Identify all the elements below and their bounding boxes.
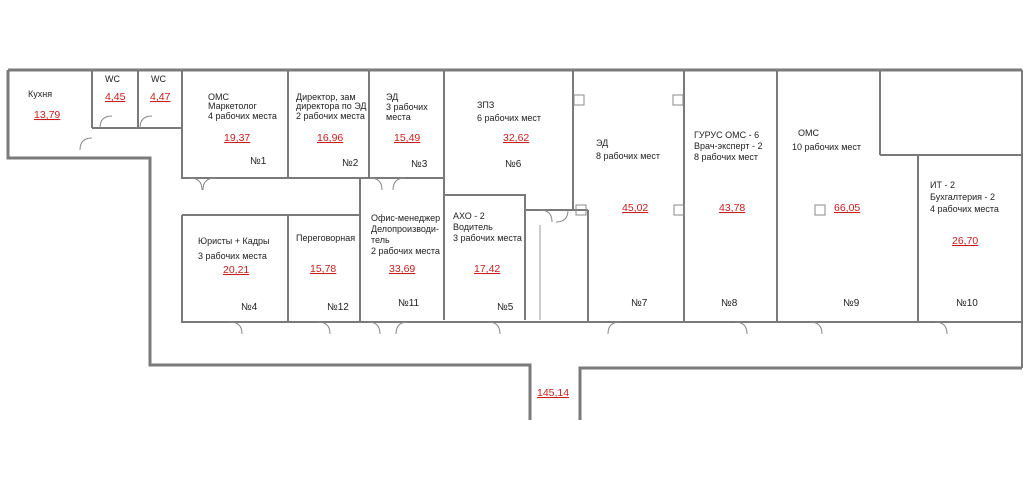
room-1: ОМС Маркетолог 4 рабочих места 19,37 №1 [208,92,277,167]
room-label: WC [105,74,120,84]
room-label: Кухня [28,89,52,99]
room-number: №5 [497,302,514,313]
room-7: ЭД 8 рабочих мест 45,02 №7 [596,138,660,309]
room-label: АХО - 2 [453,211,485,221]
room-area: 45,02 [622,202,648,214]
room-label: 2 рабочих места [296,111,365,121]
room-label: директора по ЭД [296,101,367,111]
room-area: 15,78 [310,263,336,275]
room-area: 20,21 [223,264,249,276]
room-area: 15,49 [394,132,420,144]
room-4: Юристы + Кадры 3 рабочих места 20,21 №4 [198,236,269,313]
room-kitchen: Кухня 13,79 [28,89,60,121]
room-9: ОМС 10 рабочих мест 66,05 №9 [792,128,861,309]
room-label: ЭД [386,92,398,102]
room-area: 32,62 [503,132,529,144]
room-label: ЭД [596,138,608,148]
room-label: 3 рабочих места [198,251,267,261]
room-label: Юристы + Кадры [198,236,269,246]
room-label: 3 рабочих [386,102,428,112]
walls [6,68,1023,420]
room-5: АХО - 2 Водитель 3 рабочих места 17,42 №… [453,211,522,313]
room-label: Переговорная [296,233,355,243]
room-label: 10 рабочих мест [792,142,861,152]
room-label: Делопроизводи- [371,224,439,234]
room-number: №8 [721,298,738,309]
room-label: 8 рабочих мест [694,152,758,162]
room-label: 4 рабочих места [930,204,999,214]
room-number: №11 [398,298,420,309]
room-number: №10 [956,298,978,309]
room-number: №6 [505,159,522,170]
room-area: 4,45 [105,91,126,103]
room-label: места [386,112,411,122]
room-number: №9 [843,298,860,309]
room-wc-1: WC 4,45 [105,74,126,103]
room-area: 43,78 [719,202,745,214]
doors [79,94,948,335]
room-number: №3 [411,159,428,170]
room-label: 3 рабочих места [453,233,522,243]
room-label: ОМС [798,128,819,138]
room-area: 4,47 [150,91,171,103]
room-label: 6 рабочих мест [477,113,541,123]
room-12: Переговорная 15,78 №12 [296,233,355,313]
room-wc-2: WC 4,47 [150,74,171,103]
room-corridor: 145,14 [537,387,569,399]
room-label: 2 рабочих места [371,246,440,256]
room-11: Офис-менеджер Делопроизводи- тель 2 рабо… [371,213,440,309]
room-number: №4 [241,302,258,313]
room-label: 4 рабочих места [208,111,277,121]
room-label: Бухгалтерия - 2 [930,192,995,202]
room-area: 19,37 [224,132,250,144]
room-8: ГУРУС ОМС - 6 Врач-эксперт - 2 8 рабочих… [694,130,762,309]
room-2: Директор, зам директора по ЭД 2 рабочих … [296,92,367,169]
room-label: 8 рабочих мест [596,151,660,161]
room-10: ИТ - 2 Бухгалтерия - 2 4 рабочих места 2… [930,180,999,309]
room-area: 33,69 [389,263,415,275]
room-area: 17,42 [474,263,500,275]
room-area: 16,96 [317,132,343,144]
room-area: 145,14 [537,387,569,399]
room-3: ЭД 3 рабочих места 15,49 №3 [386,92,428,170]
room-label: ЗПЗ [477,100,494,110]
room-label: ОМС [208,92,229,102]
room-label: ИТ - 2 [930,180,955,190]
room-label: Маркетолог [208,101,258,111]
room-area: 26,70 [952,235,978,247]
room-label: Директор, зам [296,92,356,102]
room-label: тель [371,235,390,245]
room-number: №2 [342,158,359,169]
room-number: №7 [631,298,648,309]
room-label: Офис-менеджер [371,213,440,223]
room-number: №1 [250,156,267,167]
room-number: №12 [327,302,349,313]
room-area: 66,05 [834,202,860,214]
room-label: ГУРУС ОМС - 6 [694,130,759,140]
room-label: Врач-эксперт - 2 [694,141,762,151]
room-label: Водитель [453,222,493,232]
room-label: WC [151,74,166,84]
room-area: 13,79 [34,109,60,121]
room-6: ЗПЗ 6 рабочих мест 32,62 №6 [477,100,541,170]
